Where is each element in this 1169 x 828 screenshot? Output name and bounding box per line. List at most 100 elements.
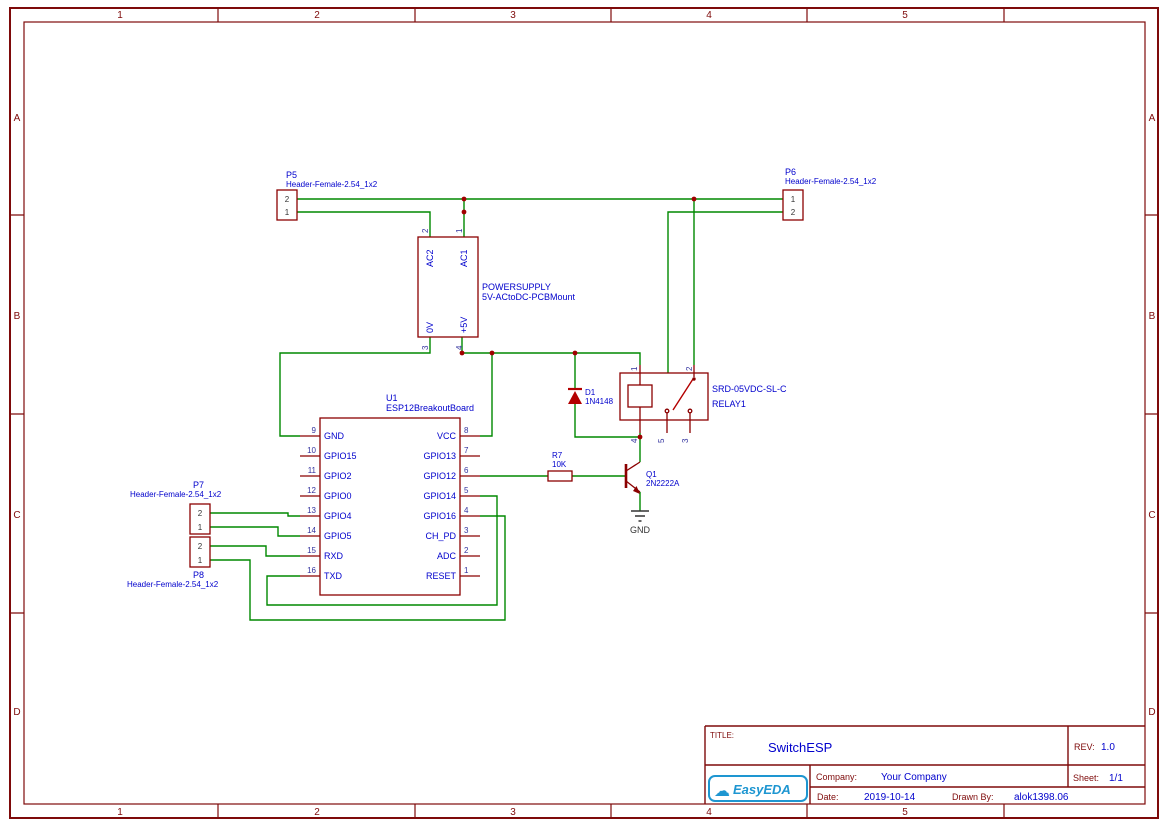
date-value[interactable]: 2019-10-14 — [864, 792, 916, 803]
frame-inner-border — [24, 22, 1145, 804]
zone-col-label: 3 — [510, 10, 516, 21]
pin-number: 9 — [312, 426, 317, 435]
component-p6[interactable]: P6 Header-Female-2.54_1x2 1 2 — [783, 167, 877, 220]
drawn-by-value[interactable]: alok1398.06 — [1014, 792, 1069, 803]
component-relay1[interactable]: 1 2 4 5 3 SRD-05VDC-SL-C RELAY1 — [620, 365, 787, 443]
pin-number: 2 — [464, 546, 469, 555]
pin-name: GPIO5 — [324, 531, 352, 541]
pin-number: 5 — [657, 438, 666, 443]
pin-name: TXD — [324, 571, 343, 581]
zone-row-label: A — [14, 113, 21, 124]
ref-des[interactable]: POWERSUPPLY — [482, 282, 551, 292]
pin-number: 2 — [421, 228, 430, 233]
ref-des[interactable]: P5 — [286, 170, 297, 180]
zone-row-label: C — [1148, 510, 1155, 521]
frame-outer-border — [10, 8, 1158, 818]
pin-number: 13 — [307, 506, 316, 515]
resistor-body — [548, 471, 572, 481]
ground-symbol[interactable]: GND — [630, 511, 651, 535]
frame-zone-ticks — [10, 8, 1159, 818]
pin-name: AC2 — [425, 249, 435, 267]
relay-common-point — [692, 377, 695, 380]
ref-des[interactable]: RELAY1 — [712, 399, 746, 409]
component-u1[interactable]: U1 ESP12BreakoutBoard 9 10 11 12 13 14 1… — [300, 393, 480, 595]
junction-dot[interactable] — [462, 197, 467, 202]
wire[interactable] — [210, 527, 300, 536]
rev-value[interactable]: 1.0 — [1101, 742, 1115, 753]
zone-col-label: 5 — [902, 807, 908, 818]
wire[interactable] — [462, 337, 640, 365]
value-label[interactable]: SRD-05VDC-SL-C — [712, 384, 787, 394]
pin-name: GPIO0 — [324, 491, 352, 501]
value-label[interactable]: Header-Female-2.54_1x2 — [127, 580, 219, 589]
title-block: TITLE: SwitchESP REV: 1.0 Company: Your … — [705, 726, 1145, 804]
pin-number: 2 — [198, 509, 203, 518]
pin-number: 1 — [455, 228, 464, 233]
sheet-title[interactable]: SwitchESP — [768, 740, 832, 755]
ref-des[interactable]: R7 — [552, 451, 563, 460]
zone-row-label: D — [13, 707, 20, 718]
zone-row-label: D — [1148, 707, 1155, 718]
pin-number: 4 — [464, 506, 469, 515]
drawn-by-label: Drawn By: — [952, 792, 994, 802]
zone-row-label: B — [1149, 311, 1156, 322]
wire[interactable] — [668, 212, 783, 373]
pin-name: 0V — [425, 322, 435, 333]
pin-number: 15 — [307, 546, 316, 555]
pin-number: 11 — [308, 466, 317, 475]
pin-name: CH_PD — [425, 531, 456, 541]
junction-dot[interactable] — [573, 351, 578, 356]
junction-dot[interactable] — [460, 351, 465, 356]
value-label[interactable]: Header-Female-2.54_1x2 — [785, 177, 877, 186]
sheet-label: Sheet: — [1073, 773, 1099, 783]
wires[interactable] — [210, 199, 783, 620]
value-label[interactable]: 10K — [552, 460, 567, 469]
component-powersupply[interactable]: 2 1 3 4 AC2 AC1 0V +5V POWERSUPPLY 5V-AC… — [418, 228, 576, 350]
wire[interactable] — [480, 353, 492, 436]
title-label: TITLE: — [710, 731, 734, 740]
ref-des[interactable]: D1 — [585, 388, 596, 397]
component-q1[interactable]: Q1 2N2222A — [626, 462, 680, 494]
zone-col-label: 4 — [706, 807, 712, 818]
value-label[interactable]: 1N4148 — [585, 397, 614, 406]
ref-des[interactable]: U1 — [386, 393, 398, 403]
wire[interactable] — [210, 546, 300, 556]
zone-col-label: 2 — [314, 807, 320, 818]
wire[interactable] — [210, 513, 300, 516]
pin-name: GPIO15 — [324, 451, 357, 461]
pin-name: GPIO16 — [423, 511, 456, 521]
pin-number: 7 — [464, 446, 469, 455]
zone-row-label: C — [13, 510, 20, 521]
zone-col-label: 1 — [117, 807, 123, 818]
zone-col-label: 1 — [117, 10, 123, 21]
value-label[interactable]: Header-Female-2.54_1x2 — [130, 490, 222, 499]
company-value[interactable]: Your Company — [881, 772, 947, 783]
junction-dot[interactable] — [692, 197, 697, 202]
ic-body — [320, 418, 460, 595]
component-p8[interactable]: 2 1 P8 Header-Female-2.54_1x2 — [127, 537, 219, 589]
component-p7[interactable]: P7 Header-Female-2.54_1x2 2 1 — [130, 480, 222, 534]
component-d1[interactable]: D1 1N4148 — [568, 388, 614, 406]
easyeda-logo: ☁ EasyEDA — [709, 776, 807, 801]
sheet-value[interactable]: 1/1 — [1109, 773, 1123, 784]
ref-des[interactable]: P6 — [785, 167, 796, 177]
pin-number: 1 — [791, 195, 796, 204]
ref-des[interactable]: P8 — [193, 570, 204, 580]
wire[interactable] — [297, 212, 430, 237]
pin-number: 2 — [198, 542, 203, 551]
junction-dot[interactable] — [462, 210, 467, 215]
wire[interactable] — [267, 496, 497, 605]
value-label[interactable]: Header-Female-2.54_1x2 — [286, 180, 378, 189]
cloud-icon: ☁ — [714, 783, 730, 800]
ref-des[interactable]: P7 — [193, 480, 204, 490]
component-r7[interactable]: R7 10K — [548, 451, 572, 481]
value-label[interactable]: 5V-ACtoDC-PCBMount — [482, 292, 576, 302]
relay-contact-terminal — [665, 409, 669, 413]
wire[interactable] — [280, 337, 430, 436]
pin-number: 12 — [307, 486, 316, 495]
value-label[interactable]: 2N2222A — [646, 479, 680, 488]
value-label[interactable]: ESP12BreakoutBoard — [386, 403, 474, 413]
ref-des[interactable]: Q1 — [646, 470, 657, 479]
junction-dot[interactable] — [490, 351, 495, 356]
